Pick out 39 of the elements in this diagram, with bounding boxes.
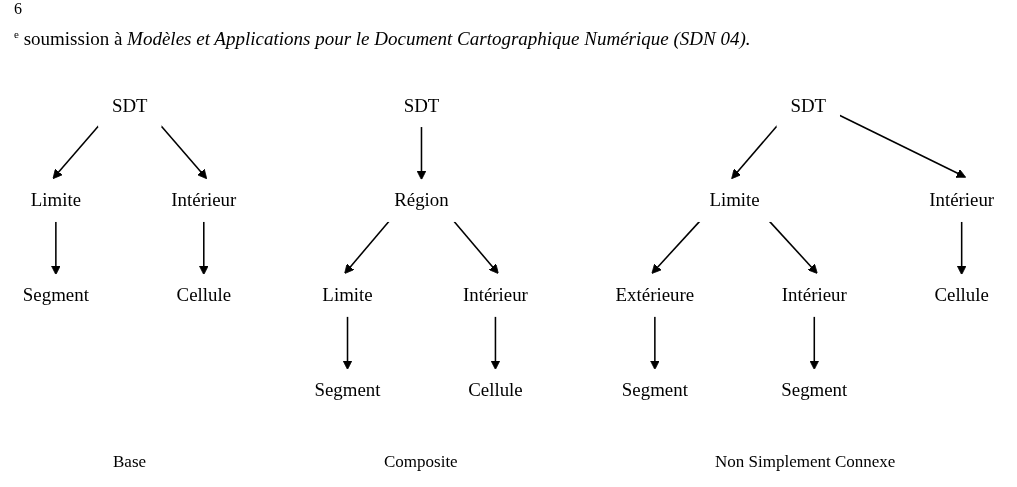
node-text: Intérieur: [929, 189, 995, 211]
arrow: [342, 315, 353, 370]
node-text: Région: [394, 189, 449, 211]
arrow: [52, 124, 100, 180]
node-text: SDT: [403, 94, 440, 116]
node-text: Limite: [709, 189, 760, 211]
node-text: Cellule: [468, 379, 523, 401]
arrow: [490, 315, 501, 370]
arrow: [344, 220, 390, 274]
arrow: [650, 315, 660, 370]
running-header: $^{e}$ soumission à Modèles et Applications pour le Document Cartographique Numérique (SDN 04).: [14, 27, 752, 52]
arrow: [809, 315, 820, 370]
arrow: [956, 220, 967, 276]
node-text: Segment: [781, 379, 848, 401]
node-text: Extérieure: [615, 284, 695, 306]
tree-caption: Composite: [384, 452, 458, 472]
node-text: Intérieur: [462, 284, 528, 306]
arrow: [731, 124, 778, 180]
node-text: Intérieur: [781, 284, 847, 306]
tree-caption: Base: [113, 452, 147, 472]
node-text: SDT: [112, 94, 148, 116]
node-text: Cellule: [934, 284, 989, 306]
tree-caption: Non Simplement Connexe: [715, 452, 896, 472]
node-text: Segment: [314, 379, 381, 401]
page-number: 6: [14, 0, 22, 18]
node-text: Limite: [30, 189, 82, 211]
arrow: [453, 220, 499, 274]
arrow: [160, 124, 208, 180]
arrow: [198, 220, 209, 276]
arrow: [651, 220, 701, 274]
node-text: Segment: [621, 379, 688, 401]
node-text: SDT: [790, 94, 827, 116]
node-text: Limite: [322, 284, 373, 306]
node-text: Cellule: [176, 284, 232, 306]
arrow: [51, 220, 61, 276]
node-text: Segment: [22, 284, 89, 306]
arrow: [416, 125, 427, 181]
arrow: [768, 220, 818, 274]
node-text: Intérieur: [171, 189, 237, 211]
